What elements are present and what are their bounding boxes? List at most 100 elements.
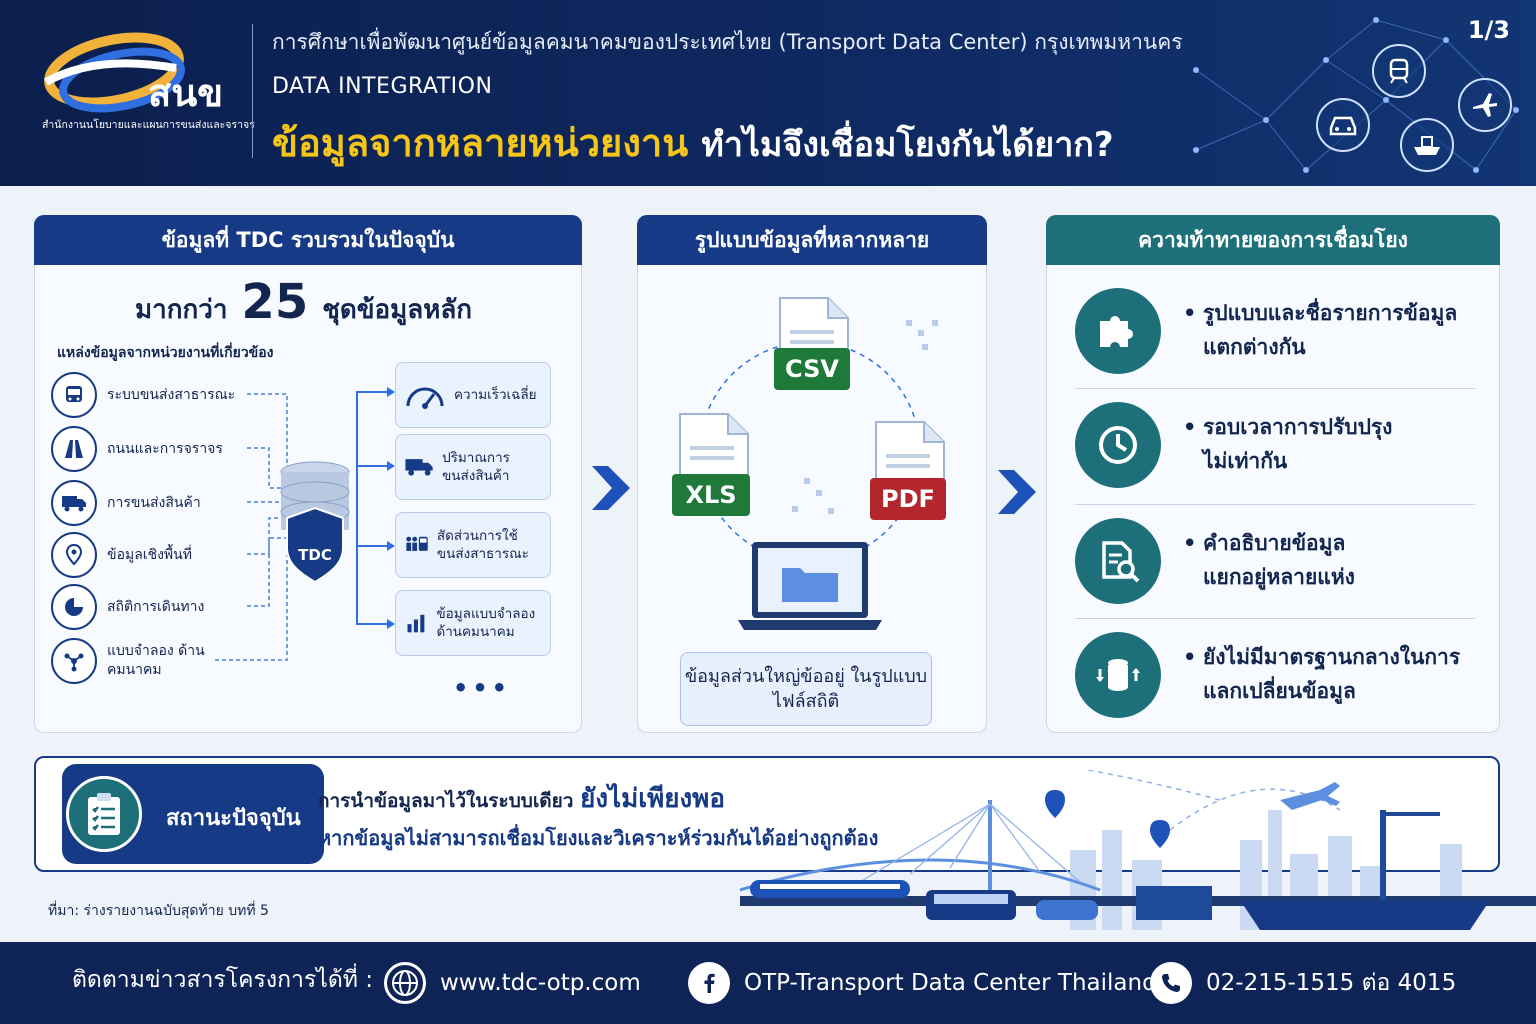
count-suffix: ชุดข้อมูลหลัก bbox=[322, 295, 473, 325]
output-item: สัดส่วนการใช้ ขนส่งสาธารณะ bbox=[395, 512, 551, 578]
clock-icon bbox=[1075, 402, 1161, 488]
source-item: สถิติการเดินทาง bbox=[51, 584, 237, 630]
source-item: การขนส่งสินค้า bbox=[51, 480, 237, 526]
challenge-line2: แลกเปลี่ยนข้อมูล bbox=[1203, 679, 1356, 703]
output-label: ความเร็วเฉลี่ย bbox=[454, 386, 537, 403]
output-item: ความเร็วเฉลี่ย bbox=[395, 362, 551, 428]
website-link[interactable]: www.tdc-otp.com bbox=[384, 962, 641, 1004]
follow-label: ติดตามข่าวสารโครงการได้ที่ : bbox=[72, 962, 373, 998]
page-title: ข้อมูลจากหลายหน่วยงาน ทำไมจึงเชื่อมโยงกั… bbox=[272, 112, 1114, 173]
otp-logo bbox=[44, 32, 185, 113]
source-label: การขนส่งสินค้า bbox=[107, 494, 201, 511]
source-label: แบบจำลอง ด้านคมนาคม bbox=[107, 643, 205, 678]
arrow-right-icon bbox=[592, 466, 630, 510]
train-icon bbox=[1372, 44, 1426, 98]
header-divider bbox=[252, 24, 253, 158]
panel3-heading: ความท้าทายของการเชื่อมโยง bbox=[1046, 215, 1500, 265]
title-highlight: ข้อมูลจากหลายหน่วยงาน bbox=[272, 121, 689, 165]
phone-text[interactable]: 02-215-1515 ต่อ 4015 bbox=[1206, 970, 1457, 996]
speedometer-icon bbox=[406, 387, 444, 409]
divider bbox=[1075, 618, 1475, 619]
bus-icon bbox=[51, 372, 97, 418]
format-note: ข้อมูลส่วนใหญ่ข้ออยู่ ในรูปแบบไฟล์สถิติ bbox=[680, 652, 932, 726]
panel2-heading: รูปแบบข้อมูลที่หลากหลาย bbox=[637, 215, 987, 265]
xls-tag: XLS bbox=[672, 474, 750, 516]
database-sync-icon bbox=[1075, 632, 1161, 718]
header: สนข สำนักงานนโยบายและแผนการขนส่งและจราจร… bbox=[0, 0, 1536, 186]
map-pin-icon bbox=[51, 532, 97, 578]
logo-subtitle: สำนักงานนโยบายและแผนการขนส่งและจราจร bbox=[42, 119, 255, 131]
network-icon bbox=[51, 638, 97, 684]
puzzle-icon bbox=[1075, 288, 1161, 374]
challenge-text: รอบเวลาการปรับปรุงไม่เท่ากัน bbox=[1183, 411, 1392, 478]
truck-icon bbox=[405, 459, 433, 476]
footer: ติดตามข่าวสารโครงการได้ที่ : www.tdc-otp… bbox=[0, 942, 1536, 1024]
facebook-link[interactable]: OTP-Transport Data Center Thailand bbox=[688, 962, 1157, 1004]
challenges-panel: ความท้าทายของการเชื่อมโยง รูปแบบและชื่อร… bbox=[1046, 215, 1500, 733]
facebook-text[interactable]: OTP-Transport Data Center Thailand bbox=[744, 970, 1157, 996]
car-icon bbox=[1316, 98, 1370, 152]
pie-chart-icon bbox=[51, 584, 97, 630]
more-indicator: ••• bbox=[453, 674, 512, 702]
panel1-heading: ข้อมูลที่ TDC รวบรวมในปัจจุบัน bbox=[34, 215, 582, 265]
source-label: ถนนและการจราจร bbox=[107, 440, 223, 457]
phone-icon bbox=[1150, 962, 1192, 1004]
source-label: ระบบขนส่งสาธารณะ bbox=[107, 386, 236, 403]
facebook-icon bbox=[688, 962, 730, 1004]
plane-icon bbox=[1458, 78, 1512, 132]
status-line1-prefix: การนำข้อมูลมาไว้ในระบบเดียว bbox=[318, 790, 574, 812]
source-item: ข้อมูลเชิงพื้นที่ bbox=[51, 532, 237, 578]
divider bbox=[1075, 388, 1475, 389]
project-title: การศึกษาเพื่อพัฒนาศูนย์ข้อมูลคมนาคมของปร… bbox=[272, 30, 1183, 54]
challenge-line2: ไม่เท่ากัน bbox=[1203, 449, 1288, 473]
count-prefix: มากกว่า bbox=[135, 295, 228, 325]
status-line1: การนำข้อมูลมาไว้ในระบบเดียว ยังไม่เพียงพ… bbox=[318, 778, 725, 819]
truck-icon bbox=[51, 480, 97, 526]
status-highlight: ยังไม่เพียงพอ bbox=[580, 784, 725, 814]
status-tab: สถานะปัจจุบัน bbox=[62, 764, 324, 864]
tdc-label: TDC bbox=[298, 546, 332, 564]
status-label: สถานะปัจจุบัน bbox=[166, 806, 301, 831]
divider bbox=[1075, 504, 1475, 505]
output-label: ปริมาณการ ขนส่งสินค้า bbox=[442, 449, 510, 484]
challenge-line1: คำอธิบายข้อมูล bbox=[1203, 531, 1346, 556]
page-number: 1/3 bbox=[1467, 16, 1510, 44]
ship-icon bbox=[1400, 118, 1454, 172]
arrow-right-icon bbox=[998, 470, 1036, 514]
output-label: ข้อมูลแบบจำลอง ด้านคมนาคม bbox=[436, 605, 536, 640]
count-value: 25 bbox=[241, 274, 309, 330]
clipboard-icon bbox=[66, 776, 142, 852]
output-label: สัดส่วนการใช้ ขนส่งสาธารณะ bbox=[436, 527, 529, 562]
output-item: ปริมาณการ ขนส่งสินค้า bbox=[395, 434, 551, 500]
follow-text: ติดตามข่าวสารโครงการได้ที่ : bbox=[72, 967, 373, 993]
source-label: สถิติการเดินทาง bbox=[107, 598, 205, 615]
csv-tag: CSV bbox=[774, 348, 850, 390]
city-transport-illustration bbox=[740, 770, 1536, 930]
challenge-line1: รอบเวลาการปรับปรุง bbox=[1203, 415, 1393, 440]
phone-contact[interactable]: 02-215-1515 ต่อ 4015 bbox=[1150, 962, 1456, 1004]
title-rest: ทำไมจึงเชื่อมโยงกันได้ยาก? bbox=[701, 125, 1114, 165]
laptop-folder-icon bbox=[738, 542, 882, 630]
challenge-item: รอบเวลาการปรับปรุงไม่เท่ากัน bbox=[1075, 390, 1475, 500]
challenge-line1: รูปแบบและชื่อรายการข้อมูล bbox=[1203, 301, 1458, 326]
data-formats-panel: รูปแบบข้อมูลที่หลากหลาย CSV XLS PDF ข้อม… bbox=[637, 215, 987, 733]
source-item: แบบจำลอง ด้านคมนาคม bbox=[51, 638, 237, 684]
dataset-count: มากกว่า 25 ชุดข้อมูลหลัก bbox=[135, 274, 472, 330]
globe-icon bbox=[384, 962, 426, 1004]
source-note: ที่มา: ร่างรายงานฉบับสุดท้าย บทที่ 5 bbox=[48, 903, 269, 919]
current-status-box: สถานะปัจจุบัน การนำข้อมูลมาไว้ในระบบเดีย… bbox=[34, 756, 1500, 872]
source-item: ระบบขนส่งสาธารณะ bbox=[51, 372, 237, 418]
challenge-line2: แตกต่างกัน bbox=[1203, 335, 1306, 359]
logo-text: สนข bbox=[148, 71, 224, 115]
website-text[interactable]: www.tdc-otp.com bbox=[440, 970, 641, 996]
tdc-database-icon bbox=[280, 461, 350, 584]
road-icon bbox=[51, 426, 97, 472]
sources-label: แหล่งข้อมูลจากหน่วยงานที่เกี่ยวข้อง bbox=[57, 345, 274, 361]
bar-chart-icon bbox=[407, 614, 425, 633]
